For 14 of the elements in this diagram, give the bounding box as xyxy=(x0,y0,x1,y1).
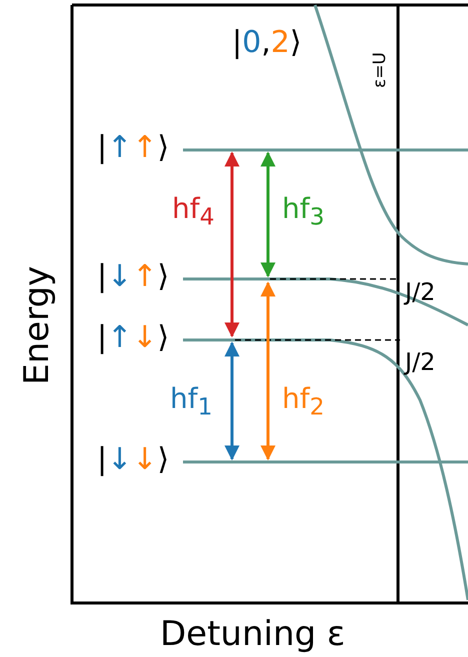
marker-label: ε=U xyxy=(372,52,389,88)
transition-label: hf$_{4}$ xyxy=(172,195,214,229)
axis-title: Energy xyxy=(20,266,54,385)
state-label: |0,2⟩ xyxy=(232,28,302,58)
state-label: |↓↓⟩ xyxy=(97,445,170,475)
splitting-label: J/2 xyxy=(405,280,436,304)
transition-label: hf$_{2}$ xyxy=(282,385,324,419)
transition-label: hf$_{3}$ xyxy=(282,195,324,229)
state-label: |↓↑⟩ xyxy=(97,262,170,292)
state-label: |↑↑⟩ xyxy=(97,133,170,163)
transition-label: hf$_{1}$ xyxy=(170,385,212,419)
splitting-label: J/2 xyxy=(405,350,436,374)
state-label: |↑↓⟩ xyxy=(97,323,170,353)
axis-title: Detuning ε xyxy=(160,617,346,651)
